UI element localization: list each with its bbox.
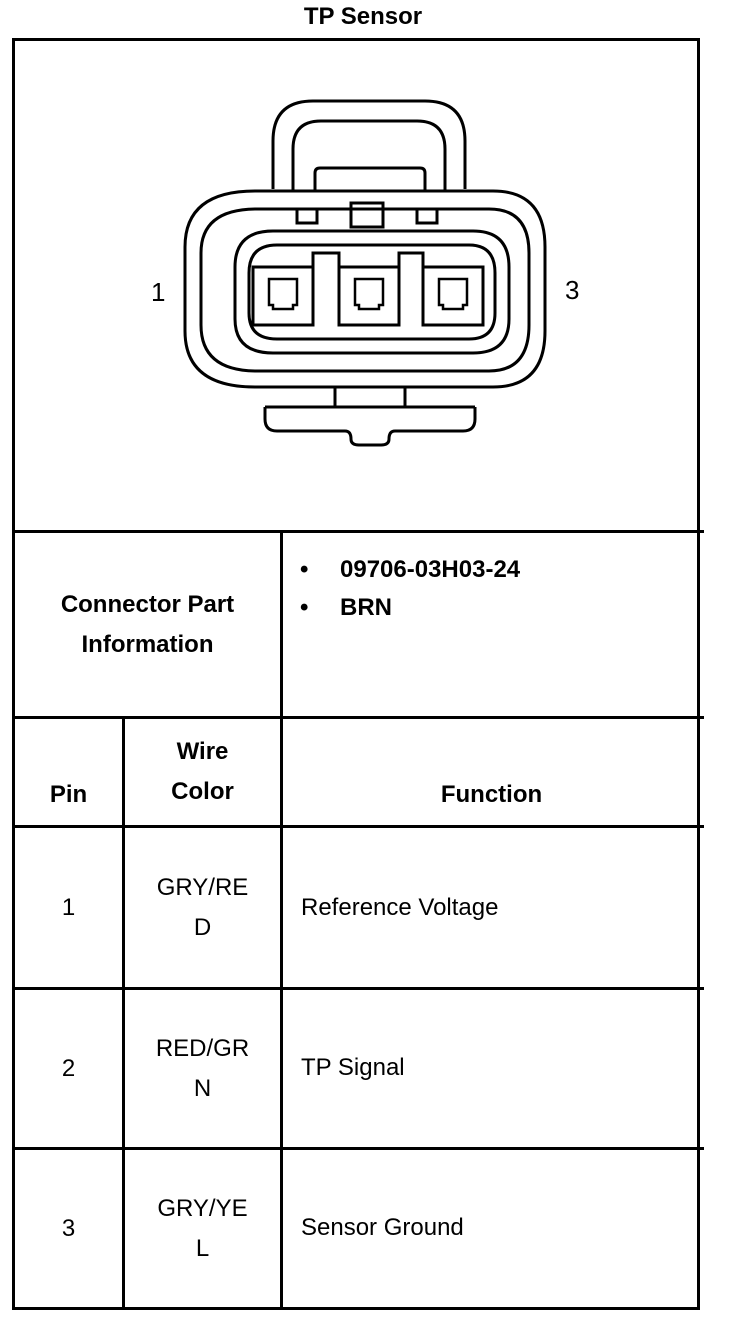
list-item: •09706-03H03-24 xyxy=(300,551,520,589)
pin-3-label: 3 xyxy=(565,275,580,305)
connector-color: BRN xyxy=(340,594,392,621)
column-header-pin: Pin xyxy=(49,781,88,808)
divider xyxy=(12,825,704,828)
part-number: 09706-03H03-24 xyxy=(340,556,521,583)
table-row-2-function: TP Signal xyxy=(301,1054,405,1081)
connector-part-list: •09706-03H03-24 •BRN xyxy=(300,551,520,627)
table-row-2-pin: 2 xyxy=(61,1054,76,1082)
table-row-3-pin: 3 xyxy=(61,1214,76,1242)
connector-info-label: Connector Part Information xyxy=(60,590,235,658)
connector-info-label-cell: Connector Part Information xyxy=(15,533,280,716)
column-header-wire-color: Wire Color xyxy=(171,738,234,805)
pin-1-label: 1 xyxy=(151,277,166,307)
divider xyxy=(12,716,704,719)
table-row-1-wire-color: GRY/RED xyxy=(156,873,249,941)
divider xyxy=(12,530,704,533)
pin-cavity xyxy=(251,265,315,327)
connector-table-frame xyxy=(12,38,700,1310)
column-header-wire-color-cell: Wire Color xyxy=(125,719,280,825)
list-item: •BRN xyxy=(300,589,520,627)
table-row-3-wire-color-cell: GRY/YEL xyxy=(125,1150,280,1307)
table-row-1-pin: 1 xyxy=(61,893,76,921)
table-row-3-function: Sensor Ground xyxy=(301,1214,464,1241)
table-row-1-wire-color-cell: GRY/RED xyxy=(125,828,280,987)
page-title: TP Sensor xyxy=(303,3,423,30)
divider xyxy=(12,987,704,990)
table-row-3-wire-color: GRY/YEL xyxy=(157,1194,248,1262)
pin-cavity xyxy=(421,265,485,327)
divider xyxy=(12,1147,704,1150)
pin-cavity xyxy=(337,265,401,327)
divider xyxy=(122,716,125,1310)
column-header-function: Function xyxy=(440,781,543,808)
connector-diagram: 1 3 xyxy=(15,41,697,530)
table-row-2-wire-color: RED/GRN xyxy=(155,1034,250,1102)
connector-face-drawing xyxy=(183,99,547,447)
table-row-2-wire-color-cell: RED/GRN xyxy=(125,990,280,1147)
divider xyxy=(280,530,283,1310)
table-row-1-function: Reference Voltage xyxy=(301,894,499,921)
